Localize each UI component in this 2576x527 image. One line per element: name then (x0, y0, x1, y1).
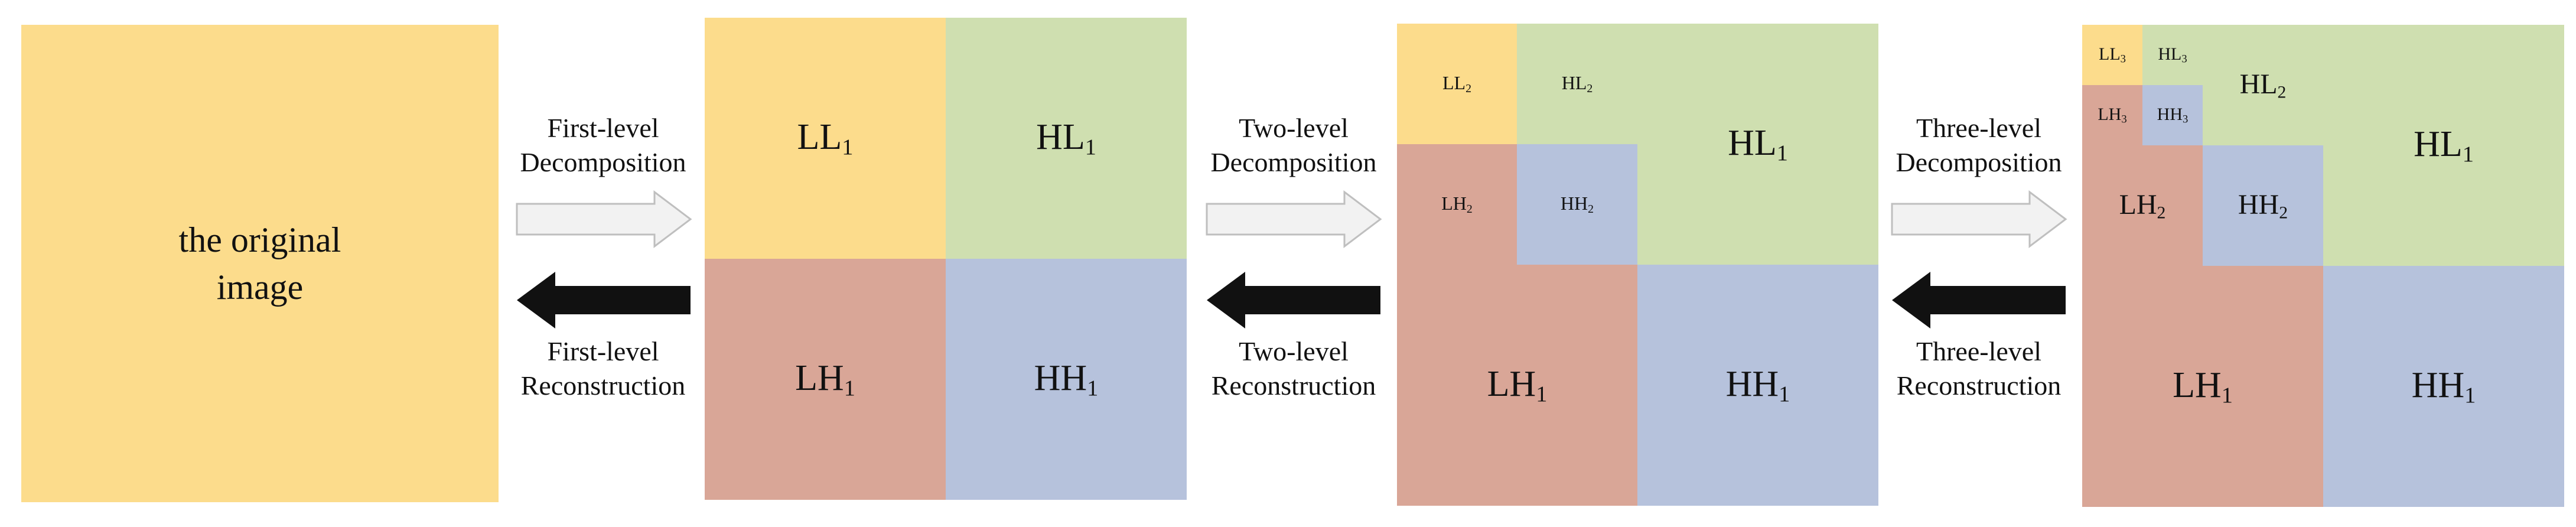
subband-LH1: LH1 (1397, 265, 1637, 506)
original-image-label-line1: the original (178, 220, 341, 259)
subband-LL1: LL1 (705, 18, 946, 259)
subband-HH1-level: 1 (1087, 376, 1099, 401)
subband-HL3-level: 3 (2181, 53, 2187, 66)
subband-LH1-name: LH (795, 357, 844, 398)
subband-HL1-name: HL (1728, 122, 1777, 163)
subband-LH1-level: 1 (2221, 383, 2233, 408)
decomp-label-1-line1: First-level (547, 113, 659, 143)
decomp-label-3-line1: Three-level (1916, 113, 2041, 143)
subband-HH3-name: HH (2157, 104, 2183, 124)
subband-HH3: HH3 (2142, 85, 2203, 145)
subband-HH1: HH1 (2323, 266, 2564, 507)
subband-HL2: HL2 (1517, 24, 1637, 144)
subband-HL2: HL2 (2203, 25, 2323, 145)
subband-LH2: LH2 (2082, 145, 2203, 266)
subband-HL3: HL3 (2142, 25, 2203, 85)
subband-HH2-level: 2 (1588, 202, 1594, 216)
subband-LH3: LH3 (2082, 85, 2142, 145)
reconstruction-arrow-1 (517, 272, 691, 328)
decomp-label-2-line1: Two-level (1239, 113, 1349, 143)
first-level-decomposition-label: First-level Decomposition (509, 111, 698, 180)
subband-LL3-level: 3 (2120, 53, 2126, 66)
subband-HH2: HH2 (2203, 145, 2323, 266)
subband-HL1-name: HL (1036, 116, 1085, 157)
subband-HL2-level: 2 (1587, 82, 1593, 95)
subband-LH3-name: LH (2098, 104, 2122, 124)
subband-HL3-name: HL (2158, 44, 2182, 64)
reconstruction-arrow-3 (1892, 272, 2066, 328)
decomp-label-2-line2: Decomposition (1210, 147, 1377, 177)
subband-HL1: HL1 (1637, 24, 1878, 265)
original-image-block: the original image (21, 25, 499, 502)
subband-LL1-level: 1 (842, 135, 854, 160)
subband-HL2-name: HL (2239, 68, 2278, 100)
recon-label-3-line1: Three-level (1916, 336, 2041, 366)
recon-label-2-line1: Two-level (1239, 336, 1349, 366)
subband-LL2: LL2 (1397, 24, 1517, 144)
recon-label-2-line2: Reconstruction (1211, 370, 1376, 401)
subband-HH1-name: HH (1034, 357, 1087, 398)
decomp-label-3-line2: Decomposition (1896, 147, 2062, 177)
subband-LL3-name: LL (2099, 44, 2121, 64)
recon-label-3-line2: Reconstruction (1896, 370, 2062, 401)
subband-LL2-level: 2 (1466, 82, 1471, 95)
subband-HL1-level: 1 (2462, 142, 2474, 167)
subband-HH3-level: 3 (2183, 113, 2189, 126)
subband-LH2-name: LH (2119, 188, 2157, 220)
subband-HL1-level: 1 (1085, 135, 1096, 160)
subband-LH1: LH1 (2082, 266, 2323, 507)
subband-LL1-name: LL (797, 116, 842, 157)
first-level-reconstruction-label: First-level Reconstruction (509, 334, 698, 403)
recon-label-1-line1: First-level (547, 336, 659, 366)
subband-HH2-name: HH (2238, 188, 2279, 220)
two-level-decomposition-label: Two-level Decomposition (1199, 111, 1388, 180)
subband-LH2-name: LH (1441, 193, 1467, 214)
subband-HH1-name: HH (2411, 365, 2465, 405)
reconstruction-arrow-2 (1207, 272, 1380, 328)
subband-HL1: HL1 (2323, 25, 2564, 266)
subband-HH1: HH1 (1637, 265, 1878, 506)
subband-LH2-level: 2 (2157, 203, 2166, 223)
subband-LH3-level: 3 (2121, 113, 2127, 126)
subband-LH2: LH2 (1397, 144, 1517, 265)
two-level-reconstruction-label: Two-level Reconstruction (1199, 334, 1388, 403)
subband-HH2-level: 2 (2279, 203, 2288, 223)
subband-HH2-name: HH (1560, 193, 1588, 214)
subband-HH1-level: 1 (1779, 382, 1790, 407)
subband-HH1: HH1 (946, 259, 1187, 500)
decomposition-arrow-3 (1891, 190, 2067, 249)
decomposition-arrow-2 (1206, 190, 1382, 249)
subband-HL1-name: HL (2414, 123, 2463, 164)
subband-LH1-level: 1 (1536, 382, 1548, 407)
three-level-reconstruction-label: Three-level Reconstruction (1878, 334, 2079, 403)
subband-LH1-level: 1 (844, 376, 855, 401)
subband-HH1-name: HH (1725, 363, 1779, 404)
subband-HH1-level: 1 (2464, 383, 2476, 408)
subband-LH1-name: LH (1487, 363, 1536, 404)
three-level-decomposition-label: Three-level Decomposition (1878, 111, 2079, 180)
subband-HL1: HL1 (946, 18, 1187, 259)
subband-LL2-name: LL (1442, 72, 1466, 94)
subband-LH1: LH1 (705, 259, 946, 500)
decomposition-arrow-1 (516, 190, 692, 249)
subband-LH1-name: LH (2173, 365, 2222, 405)
subband-LH2-level: 2 (1466, 202, 1473, 216)
subband-HL2-level: 2 (2277, 82, 2287, 102)
recon-label-1-line2: Reconstruction (520, 370, 686, 401)
subband-HL2-name: HL (1561, 72, 1587, 94)
subband-LL3: LL3 (2082, 25, 2142, 85)
subband-HL1-level: 1 (1776, 141, 1788, 166)
subband-HH2: HH2 (1517, 144, 1637, 265)
decomp-label-1-line2: Decomposition (520, 147, 686, 177)
original-image-label-line2: image (216, 268, 304, 307)
